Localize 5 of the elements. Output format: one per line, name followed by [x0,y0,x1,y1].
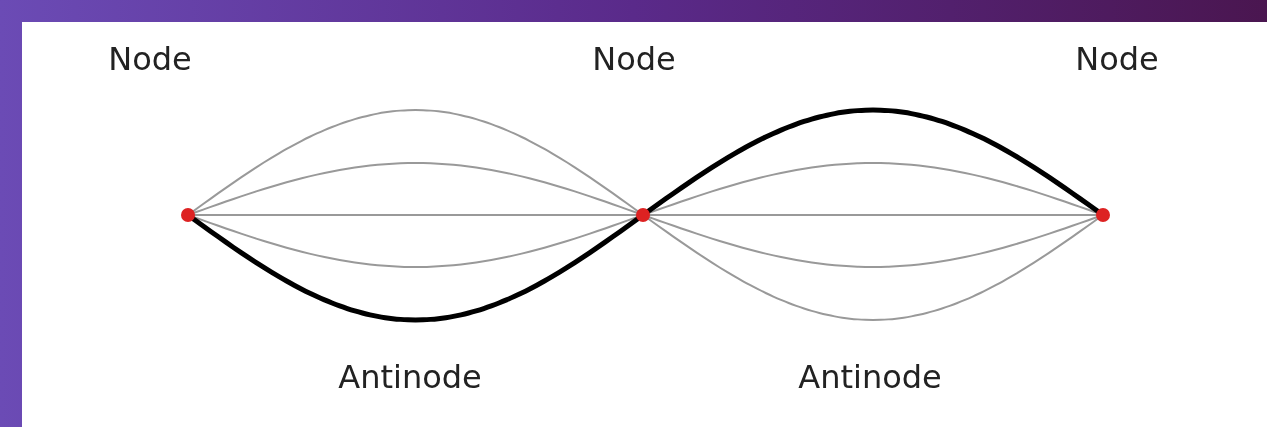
wave-label: Node [108,40,192,78]
wave-label: Node [592,40,676,78]
wave-label: Node [1075,40,1159,78]
wave-label: Antinode [338,358,482,396]
wave-label: Antinode [798,358,942,396]
